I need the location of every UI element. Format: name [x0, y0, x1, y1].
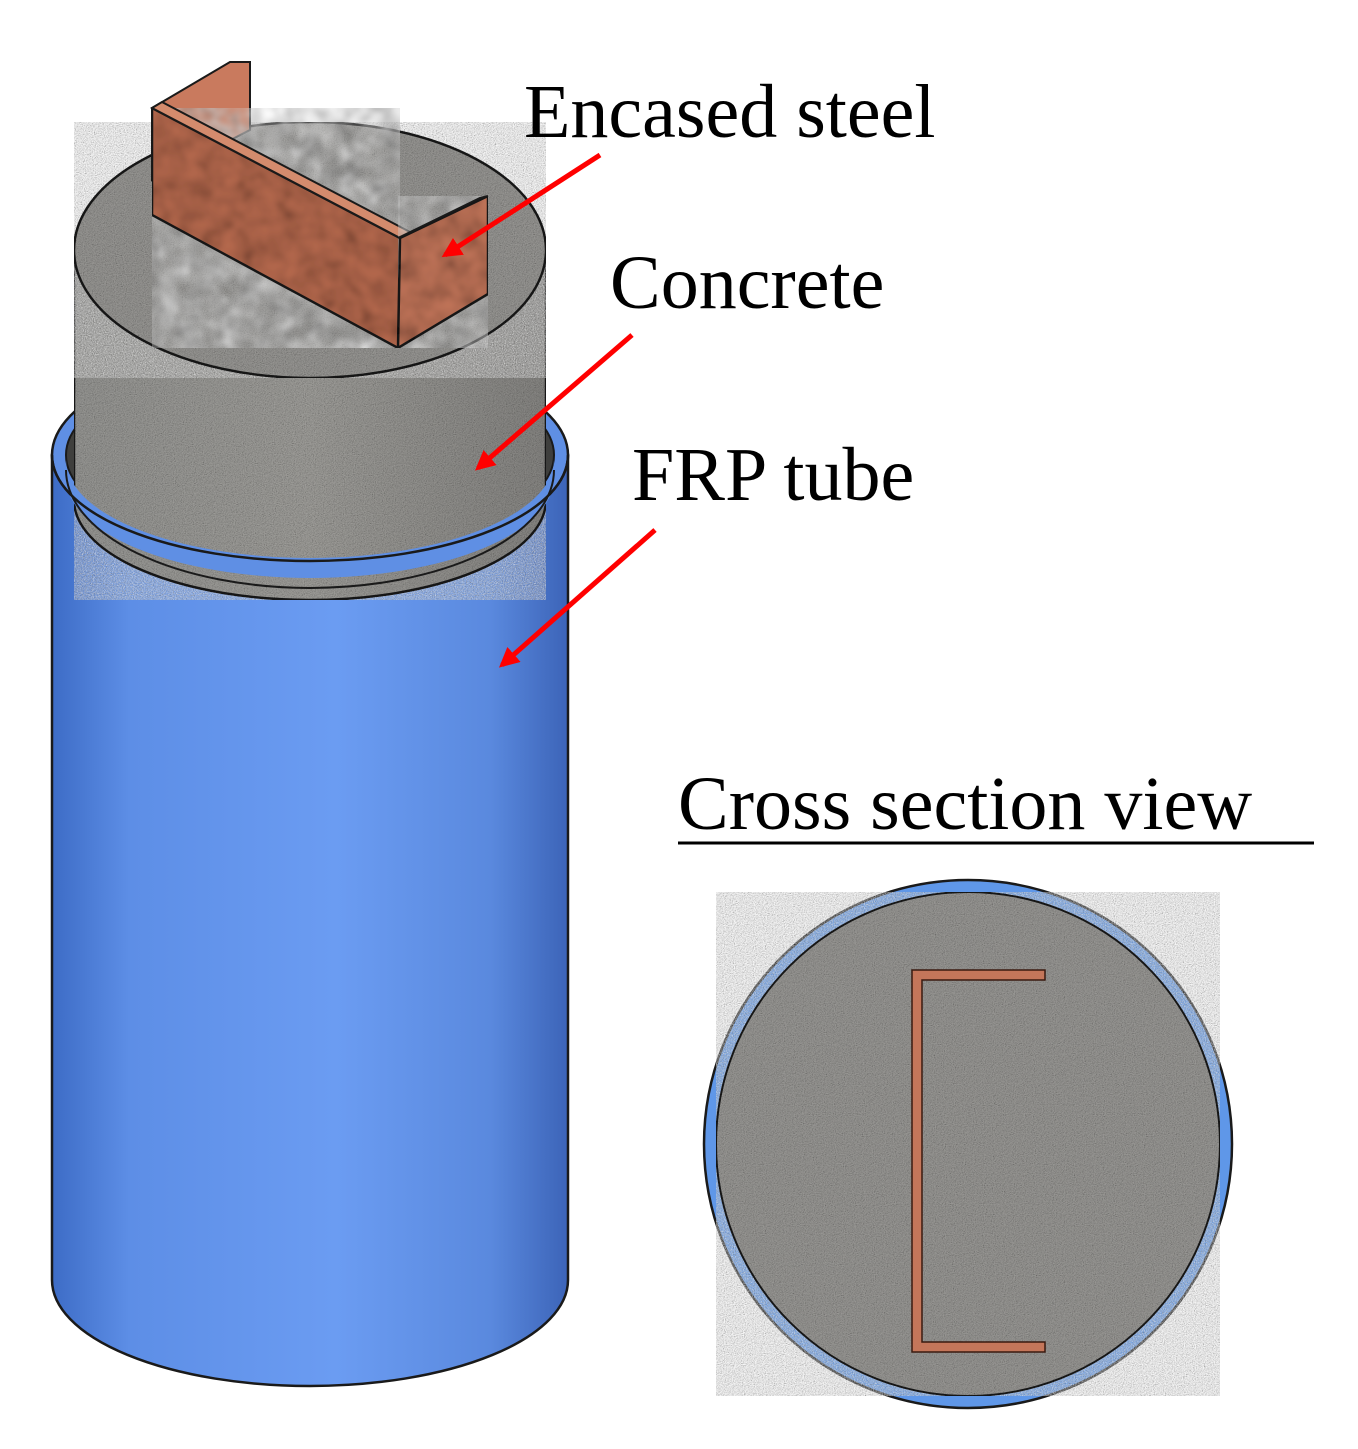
arrow-concrete — [474, 333, 634, 471]
cross-section-steel-channel — [911, 969, 1046, 1353]
label-frp-tube: FRP tube — [632, 433, 914, 517]
arrow-frp-tube — [499, 528, 657, 668]
label-concrete: Concrete — [610, 241, 884, 325]
arrow-encased-steel — [441, 152, 602, 258]
cross-section-view: Cross section view — [678, 762, 1314, 1410]
cross-section-title: Cross section view — [678, 762, 1252, 846]
label-encased-steel: Encased steel — [524, 70, 935, 154]
column-3d-view — [50, 61, 570, 1388]
leader-arrows — [441, 152, 657, 668]
cross-section-concrete — [715, 891, 1221, 1397]
encased-steel-channel — [149, 61, 490, 351]
